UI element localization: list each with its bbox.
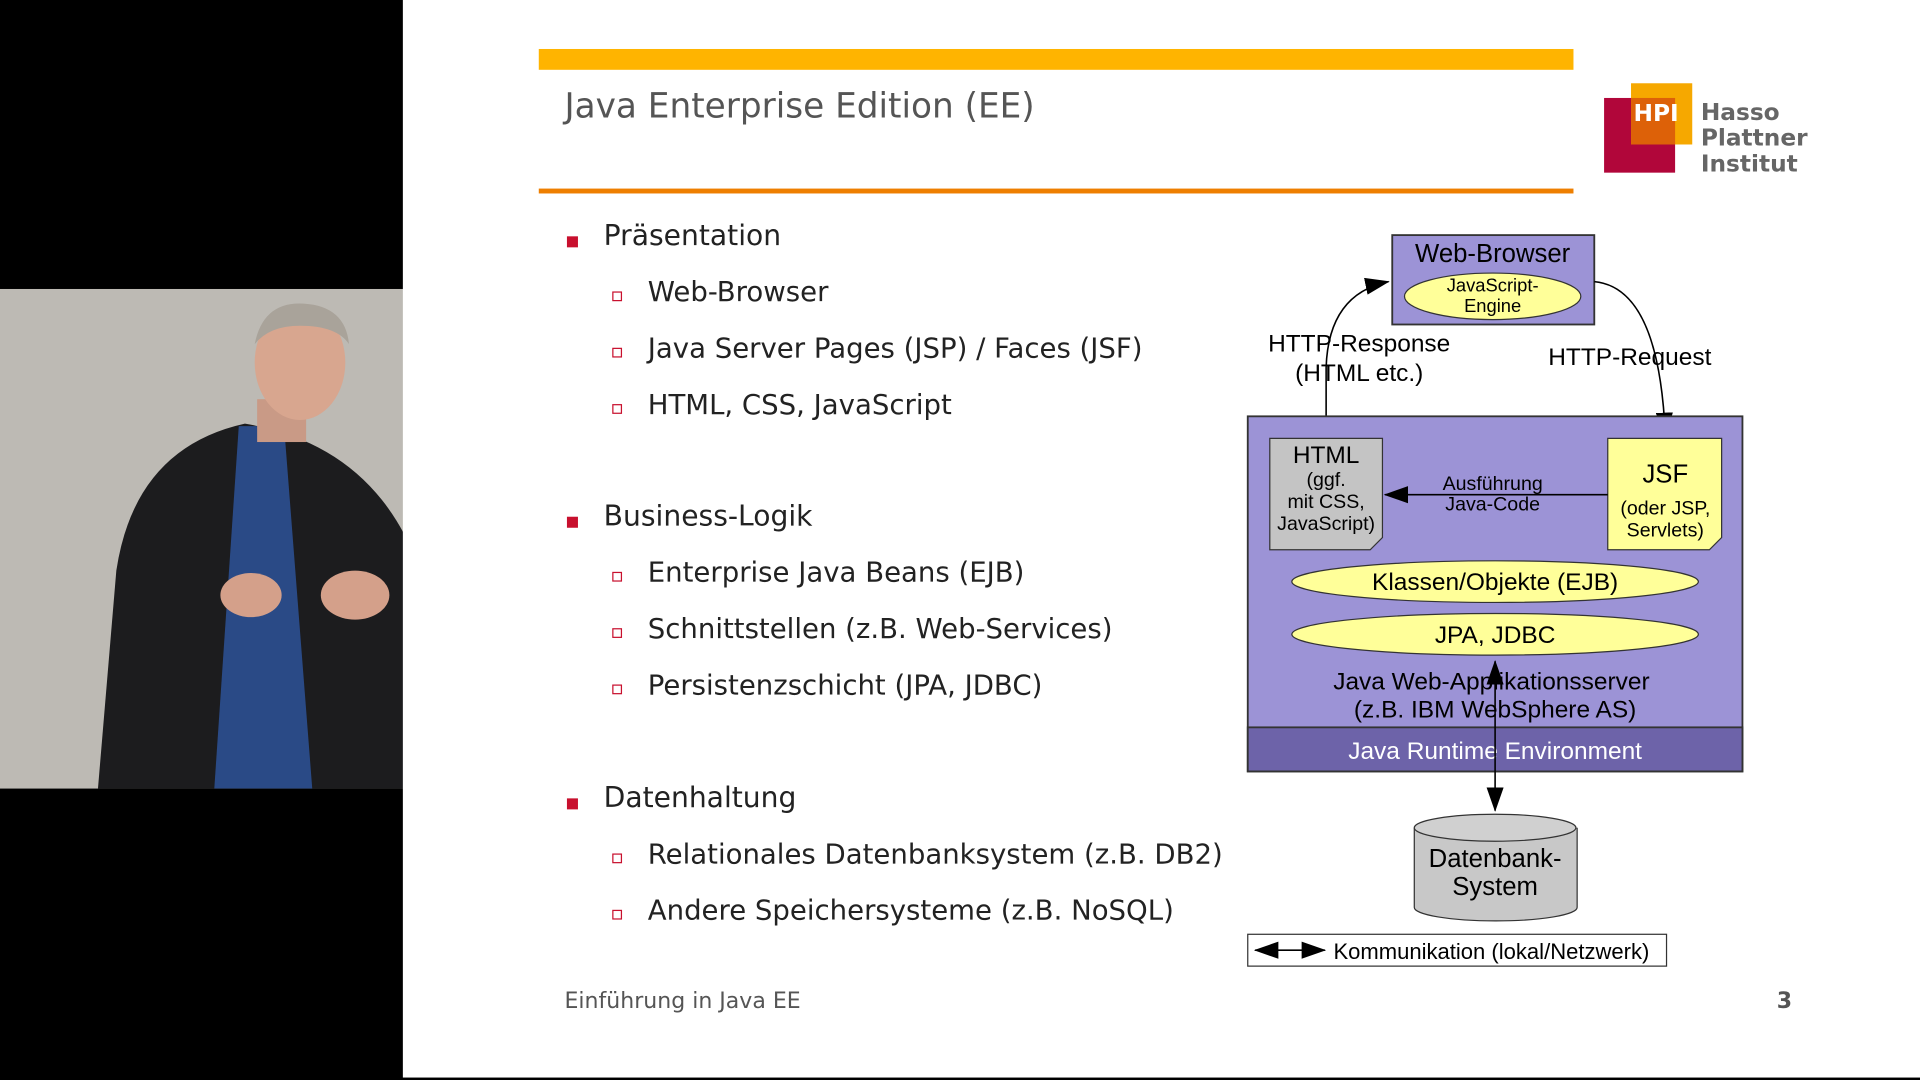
jsf-text: (oder JSP, xyxy=(1620,497,1710,519)
http-response-label: HTTP-Response xyxy=(1268,330,1450,357)
sub-bullet-square xyxy=(612,909,623,920)
execution-label: Java-Code xyxy=(1445,494,1540,516)
sub-bullet-square xyxy=(612,291,623,302)
bullet-square xyxy=(566,516,578,528)
hpi-logo: HPI Hasso Plattner Institut xyxy=(1604,83,1808,178)
sub-bullet-square xyxy=(612,571,623,582)
sub-bullet-square xyxy=(612,853,623,864)
http-request-arrow xyxy=(1594,280,1673,438)
classes-label: Klassen/Objekte (EJB) xyxy=(1372,569,1618,596)
section-heading: Business-Logik xyxy=(603,500,813,533)
footer-text: Einführung in Java EE xyxy=(564,988,801,1014)
legend-label: Kommunikation (lokal/Netzwerk) xyxy=(1333,939,1649,964)
bullet-square xyxy=(566,798,578,810)
title-rule xyxy=(538,188,1574,194)
jpa-ellipse xyxy=(1291,612,1699,656)
list-item: Java Server Pages (JSP) / Faces (JSF) xyxy=(647,333,1143,365)
jsf-document: JSF (oder JSP, Servlets) xyxy=(1607,437,1723,551)
bullet-square xyxy=(566,236,578,248)
page-number: 3 xyxy=(1776,988,1793,1014)
html-text: JavaScript) xyxy=(1277,513,1375,535)
section-heading: Präsentation xyxy=(603,220,782,253)
html-text: mit CSS, xyxy=(1288,491,1365,513)
list-item: Relationales Datenbanksystem (z.B. DB2) xyxy=(647,838,1223,871)
top-accent-bar xyxy=(538,48,1574,70)
list-item: Web-Browser xyxy=(647,276,829,309)
web-browser-box: Web-Browser JavaScript- Engine xyxy=(1391,234,1596,326)
list-item: HTML, CSS, JavaScript xyxy=(647,389,952,422)
db-label: System xyxy=(1452,873,1538,901)
http-response-arrow xyxy=(1325,277,1390,439)
http-response-label: (HTML etc.) xyxy=(1295,360,1423,387)
db-label: Datenbank- xyxy=(1429,845,1562,873)
list-item: Schnittstellen (z.B. Web-Services) xyxy=(647,613,1113,646)
sub-bullet-square xyxy=(612,347,623,358)
jsf-text: Servlets) xyxy=(1627,519,1704,541)
legend-box: Kommunikation (lokal/Netzwerk) xyxy=(1247,933,1668,967)
html-title: HTML xyxy=(1293,442,1360,469)
slide-title: Java Enterprise Edition (EE) xyxy=(564,85,1035,127)
logo-line3: Institut xyxy=(1700,150,1798,178)
server-label: Java Web-Applikationsserver xyxy=(1333,668,1649,695)
speaker-figure xyxy=(0,288,457,789)
sub-bullet-square xyxy=(612,684,623,695)
http-request-label: HTTP-Request xyxy=(1548,344,1711,371)
sub-bullet-square xyxy=(612,404,623,414)
html-document: HTML (ggf. mit CSS, JavaScript) xyxy=(1269,437,1384,551)
logo-line1: Hasso xyxy=(1700,99,1780,127)
database-cylinder: Datenbank- System xyxy=(1413,813,1578,922)
jpa-label: JPA, JDBC xyxy=(1435,622,1556,649)
section-heading: Datenhaltung xyxy=(603,782,797,815)
logo-line2: Plattner xyxy=(1700,124,1808,152)
list-item: Andere Speichersysteme (z.B. NoSQL) xyxy=(647,895,1174,927)
execution-label: Ausführung xyxy=(1443,473,1543,495)
js-engine-label: JavaScript- xyxy=(1447,274,1539,295)
sub-bullet-square xyxy=(612,628,623,638)
classes-ellipse xyxy=(1291,560,1699,604)
jsf-title: JSF xyxy=(1642,460,1688,488)
html-text: (ggf. xyxy=(1307,469,1346,491)
logo-badge: HPI xyxy=(1633,100,1679,128)
web-browser-label: Web-Browser xyxy=(1415,240,1571,268)
speaker-video xyxy=(0,288,457,789)
list-item: Persistenzschicht (JPA, JDBC) xyxy=(647,669,1043,702)
list-item: Enterprise Java Beans (EJB) xyxy=(647,557,1025,589)
js-engine-label: Engine xyxy=(1464,295,1521,316)
